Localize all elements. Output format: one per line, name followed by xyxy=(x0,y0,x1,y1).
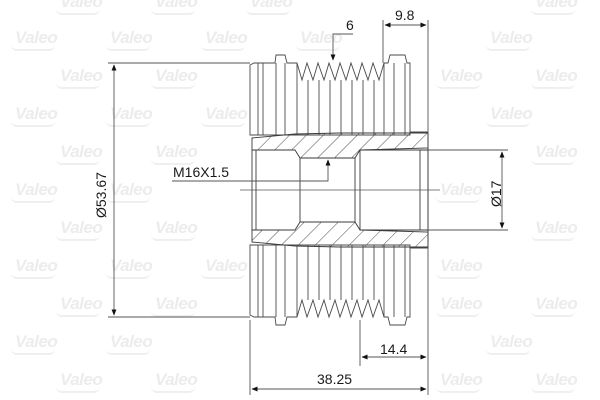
valeo-watermark: Valeo xyxy=(150,142,198,165)
valeo-watermark: Valeo xyxy=(530,294,578,317)
valeo-watermark: Valeo xyxy=(55,294,103,317)
valeo-watermark: Valeo xyxy=(200,28,248,51)
valeo-watermark: Valeo xyxy=(485,104,533,127)
valeo-watermark: Valeo xyxy=(55,142,103,165)
valeo-watermark: Valeo xyxy=(150,0,198,15)
bore-diameter-label: Ø17 xyxy=(488,180,504,207)
valeo-watermark: Valeo xyxy=(530,66,578,89)
valeo-watermark: Valeo xyxy=(105,104,153,127)
valeo-watermark: Valeo xyxy=(10,256,58,279)
valeo-watermark: Valeo xyxy=(435,294,483,317)
valeo-watermark: Valeo xyxy=(10,332,58,355)
valeo-watermark: Valeo xyxy=(10,104,58,127)
valeo-watermark: Valeo xyxy=(485,332,533,355)
flange-offset-label: 9.8 xyxy=(395,7,415,23)
valeo-watermark: Valeo xyxy=(55,218,103,241)
pulley-outline xyxy=(249,54,429,326)
valeo-watermark: Valeo xyxy=(55,0,103,15)
valeo-watermark: Valeo xyxy=(105,28,153,51)
rear-length-label: 14.4 xyxy=(380,341,408,357)
valeo-watermark: Valeo xyxy=(105,180,153,203)
overall-length-label: 38.25 xyxy=(317,371,353,387)
thread-spec-label: M16X1.5 xyxy=(173,164,230,180)
valeo-watermark: Valeo xyxy=(150,370,198,393)
valeo-watermark: Valeo xyxy=(435,66,483,89)
valeo-watermark: Valeo xyxy=(200,256,248,279)
dimension-lines xyxy=(108,20,508,395)
valeo-watermark: Valeo xyxy=(295,28,343,51)
valeo-watermark: Valeo xyxy=(530,218,578,241)
valeo-watermark: Valeo xyxy=(150,218,198,241)
valeo-watermark: Valeo xyxy=(55,66,103,89)
valeo-watermark: Valeo xyxy=(435,180,483,203)
outer-diameter-label: Ø53.67 xyxy=(93,172,109,218)
valeo-watermark: Valeo xyxy=(150,66,198,89)
valeo-watermark: Valeo xyxy=(105,256,153,279)
groove-width-label: 6 xyxy=(346,17,354,33)
valeo-watermark: Valeo xyxy=(10,28,58,51)
valeo-watermark: Valeo xyxy=(435,256,483,279)
valeo-watermark: Valeo xyxy=(200,104,248,127)
valeo-watermark: Valeo xyxy=(10,180,58,203)
valeo-watermark: Valeo xyxy=(435,370,483,393)
valeo-watermark: Valeo xyxy=(55,370,103,393)
valeo-watermark: Valeo xyxy=(150,294,198,317)
valeo-watermark: Valeo xyxy=(530,0,578,15)
valeo-watermark: Valeo xyxy=(245,0,293,15)
valeo-watermark: Valeo xyxy=(530,142,578,165)
valeo-watermark: Valeo xyxy=(485,28,533,51)
valeo-watermark: Valeo xyxy=(105,332,153,355)
valeo-watermark: Valeo xyxy=(530,370,578,393)
